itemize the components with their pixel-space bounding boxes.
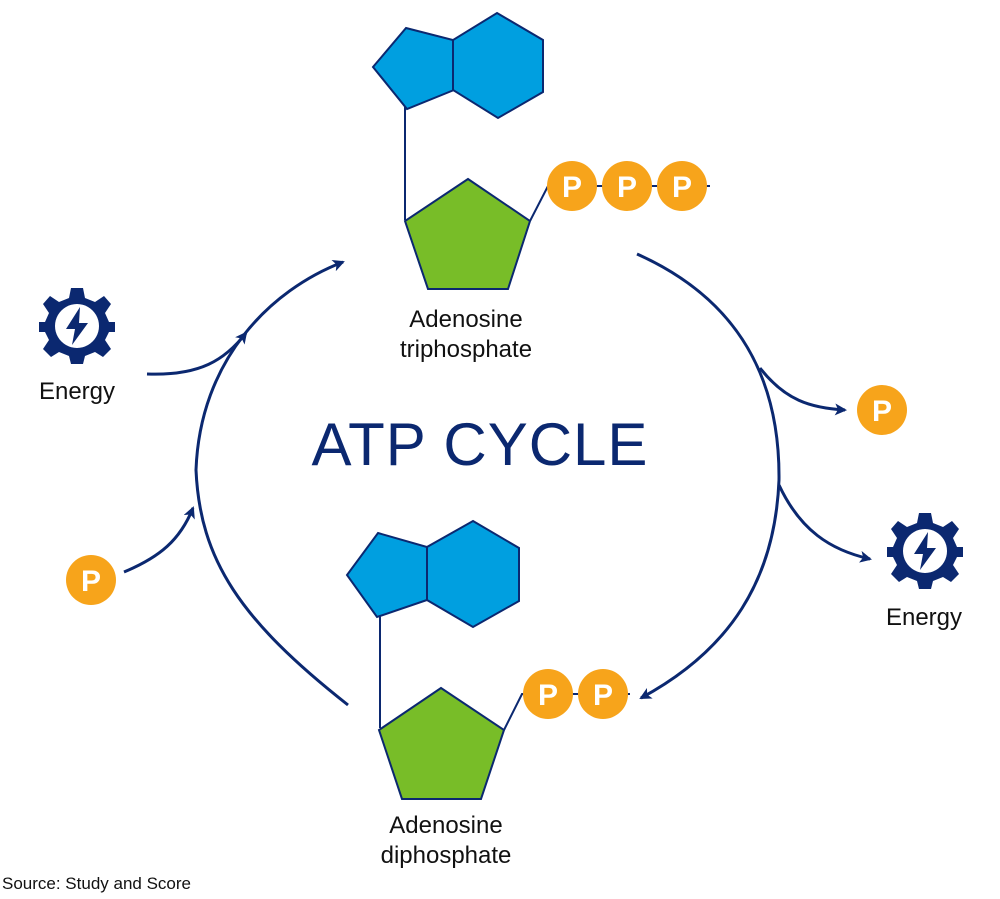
phosphate-icon <box>523 669 573 719</box>
phosphate-icon <box>657 161 707 211</box>
atp-label: Adenosine triphosphate <box>366 305 566 365</box>
phosphate-icon <box>602 161 652 211</box>
energy-out-gear-icon <box>887 513 963 589</box>
phosphate-symbol: P <box>672 171 692 204</box>
diagram-title: ATP CYCLE <box>311 411 649 478</box>
phosphate-icon <box>547 161 597 211</box>
atp-ribose-pentagon <box>403 177 532 290</box>
phosphate-icon <box>857 385 907 435</box>
atp-label-line1: Adenosine <box>409 306 523 333</box>
phosphate-output: P <box>857 385 907 435</box>
phosphate-input: P <box>66 555 116 605</box>
adp-adenine-hexagon <box>426 519 520 629</box>
source-credit: Source: Study and Score <box>2 874 192 893</box>
atp-adenine-pentagon <box>371 26 456 111</box>
phosphate-symbol: P <box>562 171 582 204</box>
energy-out-arrow <box>777 484 872 563</box>
cycle-arc-right <box>636 252 781 700</box>
adp-label-line2: diphosphate <box>380 842 512 869</box>
adp-molecule <box>345 519 630 800</box>
adp-label: Adenosine diphosphate <box>346 811 546 871</box>
phosphate-symbol: P <box>593 679 613 712</box>
phosphate-out-arrow <box>758 367 847 416</box>
energy-in-label: Energy <box>38 378 116 405</box>
cycle-arc-left <box>194 259 349 707</box>
atp-phosphate-2: P <box>602 161 652 211</box>
phosphate-symbol: P <box>538 679 558 712</box>
phosphate-icon <box>578 669 628 719</box>
energy-out-label: Energy <box>885 604 963 631</box>
atp-molecule <box>371 11 710 290</box>
atp-label-line2: triphosphate <box>399 336 533 363</box>
atp-phosphate-1: P <box>547 161 597 211</box>
phosphate-symbol: P <box>617 171 637 204</box>
adp-label-line1: Adenosine <box>389 812 503 839</box>
adp-ribose-pentagon <box>377 686 506 800</box>
phosphate-in-arrow <box>123 506 195 574</box>
atp-adenine-hexagon <box>452 11 544 120</box>
energy-in-gear-icon <box>39 288 115 364</box>
phosphate-icon <box>66 555 116 605</box>
adp-phosphate-1: P <box>523 669 573 719</box>
phosphate-symbol: P <box>872 395 892 428</box>
atp-phosphate-3: P <box>657 161 707 211</box>
adp-phosphate-2: P <box>578 669 628 719</box>
adp-adenine-pentagon <box>345 531 428 619</box>
energy-in-arrow <box>146 331 248 376</box>
phosphate-symbol: P <box>81 565 101 598</box>
